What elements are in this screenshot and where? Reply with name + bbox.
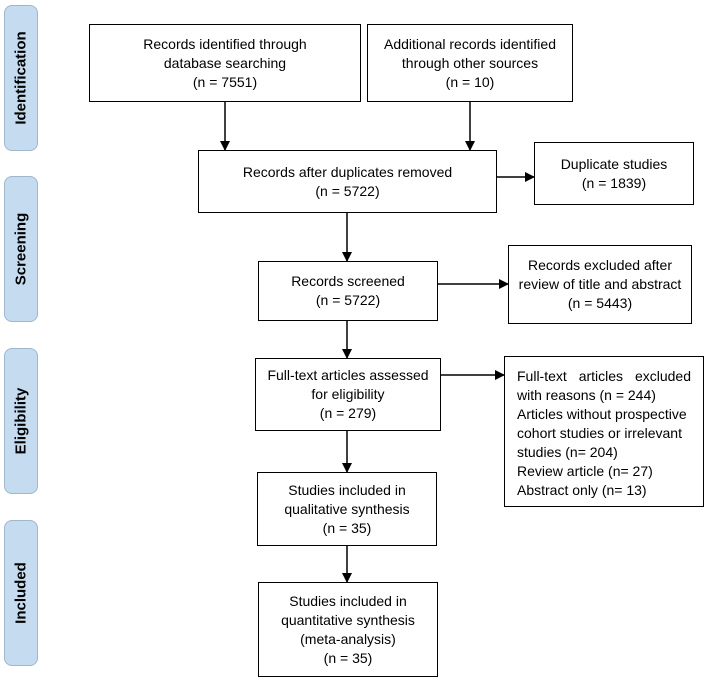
box-excluded-title-abstract: Records excluded after review of title a… [508,245,692,324]
box-quantitative-synthesis: Studies included in quantitative synthes… [258,582,438,677]
phase-screening: Screening [4,176,38,322]
box-fulltext-assessed: Full-text articles assessed for eligibil… [255,358,441,431]
qualitative-count: (n = 35) [322,519,372,536]
duplicate-studies-count: (n = 1839) [581,174,647,191]
duplicate-studies-label: Duplicate studies [560,155,668,172]
qualitative-line-2: qualitative synthesis [284,500,410,517]
box-records-screened: Records screened (n = 5722) [258,261,438,321]
other-sources-count: (n = 10) [445,73,495,90]
box-after-duplicates: Records after duplicates removed (n = 57… [198,150,497,213]
excluded-title-line-1: Records excluded after [528,257,672,273]
box-qualitative-synthesis: Studies included in qualitative synthesi… [257,472,437,546]
quantitative-line-1: Studies included in [289,592,407,609]
records-screened-count: (n = 5722) [315,292,381,308]
quantitative-count: (n = 35) [323,649,373,666]
phase-eligibility: Eligibility [4,348,38,494]
other-sources-line-2: through other sources [401,54,539,71]
quantitative-line-2: quantitative synthesis [281,611,415,628]
fulltext-line-1: Full-text articles assessed [267,367,429,383]
other-sources-line-1: Additional records identified [384,35,556,52]
database-count: (n = 7551) [192,73,258,90]
fulltext-count: (n = 279) [319,405,377,421]
excluded-fulltext-line-4: cohort studies or irrelevant [517,425,682,441]
phase-included: Included [4,520,38,666]
database-line-1: Records identified through [143,35,307,52]
records-screened-label: Records screened [291,273,405,289]
excluded-fulltext-line-7: Abstract only (n= 13) [517,482,647,498]
excluded-fulltext-line-1: Full-text articles excluded [517,368,691,384]
after-duplicates-count: (n = 5722) [315,182,380,199]
box-duplicate-studies: Duplicate studies (n = 1839) [534,142,694,205]
excluded-fulltext-line-6: Review article (n= 27) [517,463,653,479]
qualitative-line-1: Studies included in [288,481,406,498]
excluded-title-line-2: review of title and abstract [518,276,682,292]
excluded-title-count: (n = 5443) [567,295,633,311]
box-other-sources: Additional records identified through ot… [367,24,573,102]
excluded-fulltext-line-5: studies (n= 204) [517,444,618,460]
box-excluded-fulltext: Full-text articles excluded with reasons… [504,356,704,507]
phase-identification: Identification [4,5,38,151]
excluded-fulltext-line-3: Articles without prospective [517,406,687,422]
quantitative-line-3: (meta-analysis) [300,630,396,647]
database-line-2: database searching [163,54,287,71]
box-database-records: Records identified through database sear… [89,24,361,102]
after-duplicates-label: Records after duplicates removed [242,163,453,180]
excluded-fulltext-line-2: with reasons (n = 244) [517,387,656,403]
fulltext-line-2: for eligibility [311,386,385,402]
